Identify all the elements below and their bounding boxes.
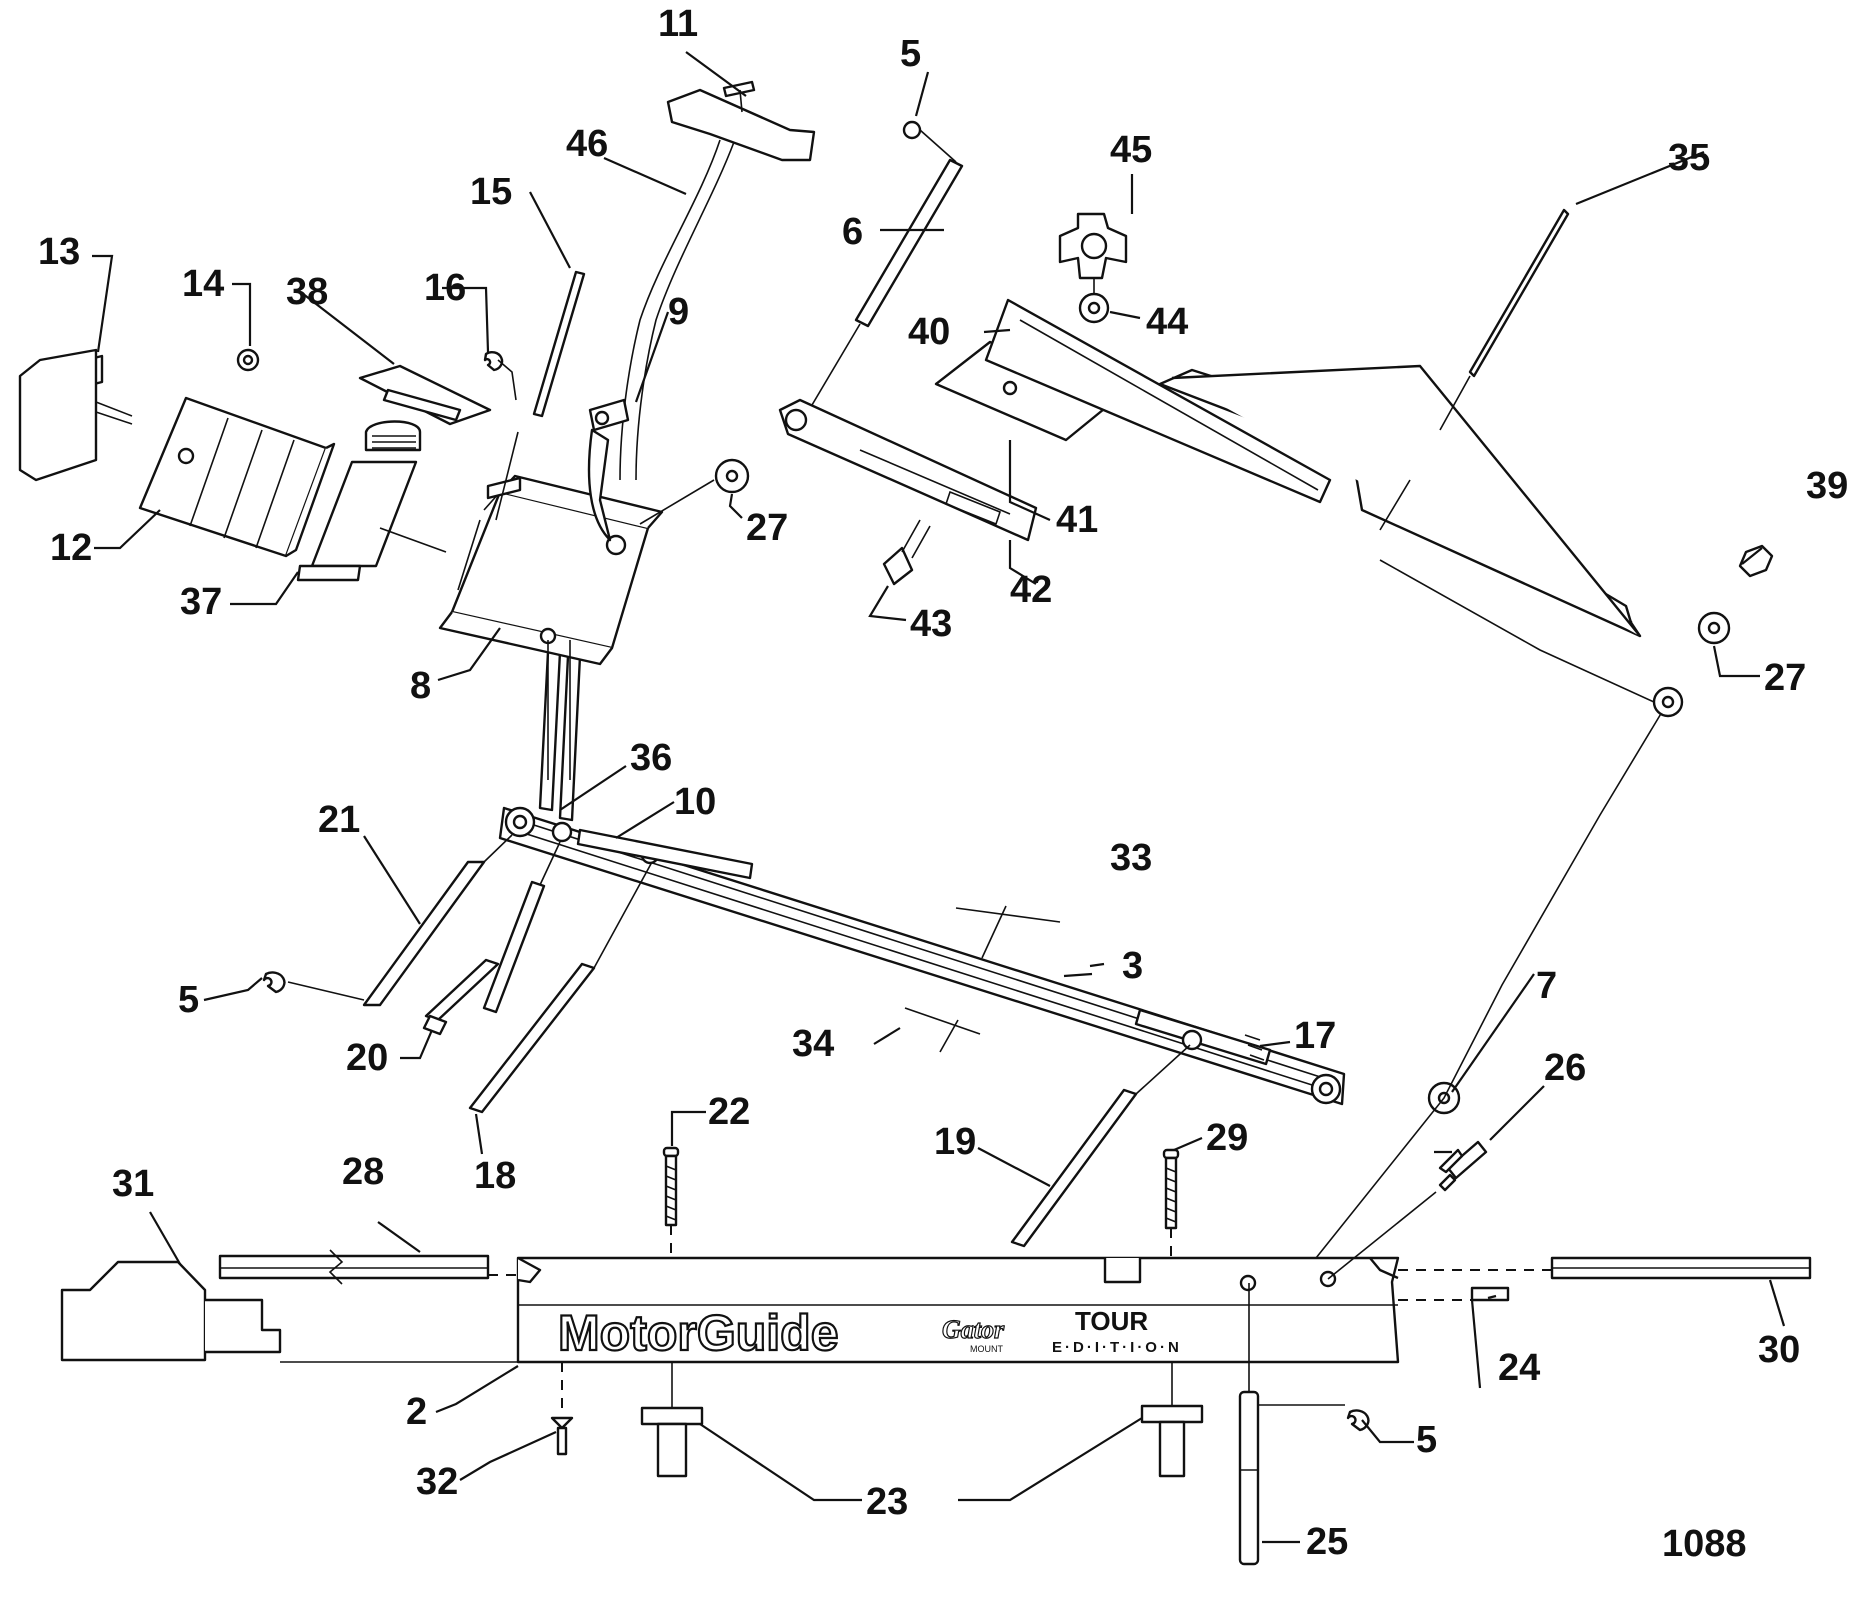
clip-16: [483, 351, 517, 401]
link-36: [538, 650, 582, 822]
label-38: 38: [286, 271, 328, 313]
bolt-22: [662, 1146, 680, 1258]
clip-5-left: [262, 971, 365, 1001]
label-29: 29: [1206, 1117, 1248, 1159]
label-44: 44: [1146, 301, 1188, 343]
part-37: [296, 460, 447, 582]
screw-32: [550, 1362, 574, 1456]
label-40: 40: [908, 311, 950, 353]
rod-18: [468, 861, 653, 1114]
brand-edition: E·D·I·T·I·O·N: [1052, 1339, 1182, 1356]
label-24: 24: [1498, 1347, 1540, 1389]
label-45: 45: [1110, 129, 1152, 171]
slide-rail-right: [1398, 1256, 1812, 1280]
label-19: 19: [934, 1121, 976, 1163]
label-33: 33: [1110, 837, 1152, 879]
label-8: 8: [410, 665, 431, 707]
label-12: 12: [50, 527, 92, 569]
label-30: 30: [1758, 1329, 1800, 1371]
stud-26: [1327, 1140, 1488, 1280]
part-38: [358, 364, 492, 452]
lower-arm: [498, 806, 1346, 1106]
label-41: 41: [1056, 499, 1098, 541]
label-43: 43: [910, 603, 952, 645]
washer-7: [1315, 701, 1669, 1259]
label-3: 3: [1122, 945, 1143, 987]
label-15: 15: [470, 171, 512, 213]
brand-mount: MOUNT: [970, 1344, 1003, 1354]
rod-20: [422, 841, 561, 1036]
control-module: [18, 348, 336, 558]
label-28: 28: [342, 1151, 384, 1193]
label-5-left: 5: [178, 979, 199, 1021]
label-36: 36: [630, 737, 672, 779]
label-27-left: 27: [746, 507, 788, 549]
label-25: 25: [1306, 1521, 1348, 1563]
rod-19: [1010, 1044, 1191, 1248]
base-extrusion: MotorGuide Gator MOUNT TOUR E·D·I·T·I·O·…: [516, 1256, 1400, 1364]
label-10: 10: [674, 781, 716, 823]
knob-23-left: [640, 1362, 704, 1478]
knob-23-right: [1140, 1362, 1204, 1478]
part-labels: 11 5 46 45 35 15 6 13 14 38 16 9 40 44 3…: [38, 3, 1848, 1565]
rod-35: [1379, 208, 1570, 531]
figure-number: 1088: [1662, 1523, 1747, 1565]
clip-5-lower: [1258, 1404, 1370, 1432]
label-34: 34: [792, 1023, 834, 1065]
link-6: [795, 120, 964, 433]
label-22: 22: [708, 1091, 750, 1133]
label-5-right: 5: [1416, 1419, 1437, 1461]
label-31: 31: [112, 1163, 154, 1205]
link-42: [778, 398, 1038, 542]
bolt-29: [1162, 1148, 1180, 1258]
label-23: 23: [866, 1481, 908, 1523]
label-13: 13: [38, 231, 80, 273]
end-bracket: [60, 1260, 518, 1363]
handle-11: [619, 80, 816, 481]
rod-15: [495, 270, 586, 521]
label-5-top: 5: [900, 33, 921, 75]
label-26: 26: [1544, 1047, 1586, 1089]
label-32: 32: [416, 1461, 458, 1503]
top-arm: [984, 298, 1684, 718]
brand-gator: Gator: [942, 1315, 1005, 1344]
label-11: 11: [658, 3, 698, 45]
label-21: 21: [318, 799, 360, 841]
label-35: 35: [1668, 137, 1710, 179]
label-2: 2: [406, 1391, 427, 1433]
brand-tour: TOUR: [1075, 1306, 1148, 1336]
pin-24: [1398, 1286, 1510, 1302]
label-16: 16: [424, 267, 466, 309]
label-6: 6: [842, 211, 863, 253]
washer-44: [1078, 292, 1110, 324]
label-37: 37: [180, 581, 222, 623]
label-42: 42: [1010, 569, 1052, 611]
motor-housing: [438, 474, 664, 780]
rod-21: [362, 834, 513, 1007]
bolt-43: [882, 519, 931, 586]
label-46: 46: [566, 123, 608, 165]
washer-27a: [639, 458, 750, 525]
leader-lines: [92, 51, 1786, 1544]
brand-logo: MotorGuide: [558, 1305, 839, 1361]
label-39: 39: [1806, 465, 1848, 507]
label-20: 20: [346, 1037, 388, 1079]
washer-27b: [1697, 611, 1731, 645]
label-18: 18: [474, 1155, 516, 1197]
label-9: 9: [668, 291, 689, 333]
label-17: 17: [1294, 1015, 1336, 1057]
clamp-9: [587, 398, 630, 542]
label-7: 7: [1536, 965, 1557, 1007]
knob-45: [1058, 212, 1128, 294]
slide-rail-left: [218, 1249, 518, 1285]
label-27-right: 27: [1764, 657, 1806, 699]
label-14: 14: [182, 263, 224, 305]
nut-39: [1738, 544, 1774, 578]
pin-25: [1238, 1283, 1260, 1566]
